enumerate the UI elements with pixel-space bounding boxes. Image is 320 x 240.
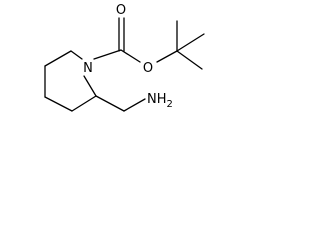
- atom-label-amine: NH2: [147, 92, 173, 110]
- bond-c6-n1: [70, 50, 83, 60]
- bond-c2-ch2: [95, 95, 125, 112]
- atom-label-n1: N: [83, 61, 93, 76]
- bond-n1-carbonyl-c: [93, 49, 122, 60]
- atom-label-carbonyl-o: O: [116, 3, 126, 18]
- bond-c2-c3: [71, 95, 97, 112]
- bond-carbonyl-c-o-ester: [120, 49, 141, 63]
- bond-tbu-methyl-right: [176, 33, 205, 52]
- bond-ch2-nh2: [123, 98, 146, 112]
- atom-label-layer: N O O NH2: [83, 3, 173, 110]
- bond-c3-c4: [44, 96, 73, 112]
- bond-o-ester-tbu-c: [156, 50, 178, 63]
- atom-label-ester-o: O: [143, 61, 153, 76]
- bond-n1-c2: [83, 75, 97, 97]
- amine-nh-text: NH: [147, 92, 167, 107]
- bond-tbu-methyl-down: [176, 50, 203, 70]
- bond-c5-c6: [44, 50, 72, 67]
- bond-layer: [44, 17, 205, 112]
- chemical-structure-diagram: N O O NH2: [44, 3, 205, 112]
- amine-subscript-2: 2: [167, 99, 173, 110]
